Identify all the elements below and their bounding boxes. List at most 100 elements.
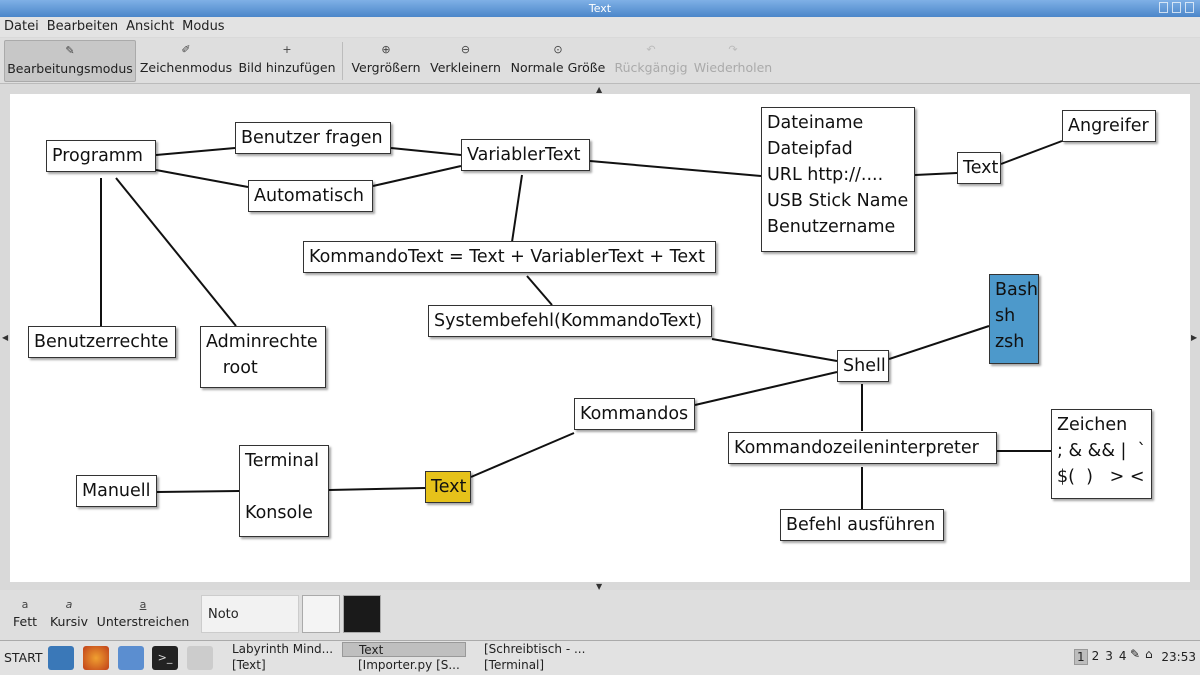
scroll-right-icon[interactable]: ▶ — [1191, 333, 1198, 342]
node-zeichen[interactable]: Zeichen ; & && | ` $( ) > < — [1051, 409, 1152, 499]
node-text-right[interactable]: Text — [957, 152, 1001, 184]
add-image-button[interactable]: + Bild hinzufügen — [236, 40, 338, 82]
zoom-out-label: Verkleinern — [430, 60, 501, 75]
link-text-kommandos — [470, 432, 575, 478]
node-befehl-ausfuehren[interactable]: Befehl ausführen — [780, 509, 944, 541]
node-text-highlighted[interactable]: Text — [425, 471, 471, 503]
node-programm[interactable]: Programm — [46, 140, 156, 172]
menu-ansicht[interactable]: Ansicht — [126, 19, 175, 34]
scroll-left-icon[interactable]: ◀ — [2, 333, 9, 342]
redo-icon: ↷ — [728, 43, 738, 56]
draw-mode-button[interactable]: ✐ Zeichenmodus — [138, 40, 234, 82]
format-bar: a Fett a Kursiv a Unterstreichen Noto Sa… — [0, 590, 1200, 660]
task-labyrinth[interactable]: Labyrinth Mind... — [232, 642, 334, 656]
underline-button[interactable]: a Unterstreichen — [94, 598, 192, 629]
menu-modus[interactable]: Modus — [182, 19, 225, 34]
node-manuell[interactable]: Manuell — [76, 475, 157, 507]
file-manager-icon[interactable] — [118, 646, 144, 670]
node-kommandotext[interactable]: KommandoText = Text + VariablerText + Te… — [303, 241, 716, 273]
maximize-button[interactable] — [1172, 2, 1181, 13]
add-image-label: Bild hinzufügen — [238, 60, 336, 75]
zoom-in-button[interactable]: ⊕ Vergrößern — [347, 40, 425, 82]
redo-label: Wiederholen — [693, 60, 773, 75]
link-systembefehl-shell — [711, 338, 838, 362]
zoom-in-icon: ⊕ — [381, 43, 391, 56]
bold-label: Fett — [13, 614, 37, 629]
workspace-1[interactable]: 1 — [1074, 649, 1088, 665]
link-terminal-text — [328, 487, 426, 491]
canvas-area: ▲ ◀ ▶ ▼ — [0, 85, 1200, 591]
task-schreibtisch[interactable]: [Schreibtisch - ... — [484, 642, 586, 656]
menu-bar: Datei Bearbeiten Ansicht Modus — [0, 17, 1200, 37]
task-importer[interactable]: [Importer.py [S... — [358, 658, 460, 672]
edit-mode-button[interactable]: ✎ Bearbeitungsmodus — [4, 40, 136, 82]
task-text[interactable]: Text — [342, 642, 466, 657]
workspace-4[interactable]: 4 — [1118, 649, 1127, 663]
undo-label: Rückgängig — [614, 60, 688, 75]
firefox-icon[interactable] — [83, 646, 109, 670]
undo-icon: ↶ — [646, 43, 656, 56]
link-benutzerfragen-variablertext — [390, 147, 462, 156]
node-angreifer[interactable]: Angreifer — [1062, 110, 1156, 142]
app-icon[interactable] — [187, 646, 213, 670]
node-automatisch[interactable]: Automatisch — [248, 180, 373, 212]
bold-button[interactable]: a Fett — [8, 598, 42, 629]
normal-size-button[interactable]: ⊙ Normale Größe — [507, 40, 609, 82]
node-adminrechte[interactable]: Adminrechte root — [200, 326, 326, 388]
close-button[interactable] — [1185, 2, 1194, 13]
zoom-out-button[interactable]: ⊖ Verkleinern — [427, 40, 504, 82]
scroll-down-icon[interactable]: ▼ — [596, 582, 603, 591]
workspace-switcher: 1 2 3 4 — [1074, 649, 1129, 665]
menu-datei[interactable]: Datei — [4, 19, 39, 34]
link-programm-benutzerfragen — [155, 147, 236, 156]
node-kommandozeileninterpreter[interactable]: Kommandozeileninterpreter — [728, 432, 997, 464]
terminal-icon[interactable]: >_ — [152, 646, 178, 670]
connection-lines — [100, 140, 1063, 510]
link-text-angreifer — [1000, 140, 1063, 165]
tray-network-icon[interactable]: ⌂ — [1145, 647, 1153, 661]
zoom-reset-icon: ⊙ — [553, 43, 563, 56]
title-bar[interactable]: Text — [0, 0, 1200, 17]
menu-bearbeiten[interactable]: Bearbeiten — [46, 19, 119, 34]
scroll-up-icon[interactable]: ▲ — [596, 85, 603, 94]
task-terminal[interactable]: [Terminal] — [484, 658, 545, 672]
node-benutzerrechte[interactable]: Benutzerrechte — [28, 326, 176, 358]
node-kommandos[interactable]: Kommandos — [574, 398, 695, 430]
italic-icon: a — [65, 598, 73, 611]
foreground-color-swatch[interactable] — [343, 595, 381, 633]
node-terminal[interactable]: Terminal Konsole — [239, 445, 329, 537]
link-variablertext-kommandotext — [511, 174, 523, 243]
background-color-swatch[interactable] — [302, 595, 340, 633]
link-programm-adminrechte — [115, 177, 237, 327]
underline-icon: a — [139, 598, 147, 611]
toolbar-separator — [342, 42, 343, 80]
zoom-in-label: Vergrößern — [351, 60, 421, 75]
font-chooser[interactable]: Noto Sans 16 — [201, 595, 299, 660]
node-benutzer-fragen[interactable]: Benutzer fragen — [235, 122, 391, 154]
node-shells[interactable]: Bash sh zsh — [989, 274, 1039, 364]
tray-pen-icon[interactable]: ✎ — [1130, 647, 1141, 661]
link-shell-shells — [888, 325, 990, 360]
redo-button[interactable]: ↷ Wiederholen — [692, 40, 774, 82]
workspace-3[interactable]: 3 — [1105, 649, 1113, 663]
node-shell[interactable]: Shell — [837, 350, 889, 382]
italic-label: Kursiv — [49, 614, 89, 629]
workspace-2[interactable]: 2 — [1091, 649, 1100, 663]
start-button[interactable]: START — [4, 650, 43, 665]
italic-button[interactable]: a Kursiv — [48, 598, 90, 629]
clock: 23:53 — [1161, 650, 1196, 664]
desktop-icon[interactable] — [48, 646, 74, 670]
taskbar: START >_ Labyrinth Mind... Text [Schreib… — [0, 640, 1200, 675]
edit-mode-label: Bearbeitungsmodus — [7, 61, 133, 76]
window-title: Text — [588, 2, 612, 15]
mind-map-canvas[interactable]: Programm Benutzer fragen Automatisch Var… — [10, 94, 1190, 582]
pen-icon: ✎ — [65, 44, 75, 57]
undo-button[interactable]: ↶ Rückgängig — [612, 40, 690, 82]
task-text-bracket[interactable]: [Text] — [232, 658, 266, 672]
node-variablertext[interactable]: VariablerText — [461, 139, 590, 171]
node-datei-list[interactable]: Dateiname Dateipfad URL http://.... USB … — [761, 107, 915, 252]
zoom-out-icon: ⊖ — [460, 43, 471, 56]
node-systembefehl[interactable]: Systembefehl(KommandoText) — [428, 305, 712, 337]
minimize-button[interactable] — [1159, 2, 1168, 13]
